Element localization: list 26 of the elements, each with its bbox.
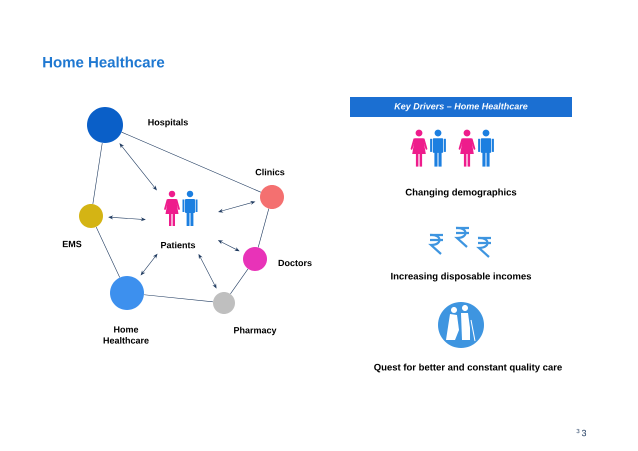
node-label: Patients [161,242,196,248]
circle-node: Doctors [243,247,312,271]
connector-line [230,268,248,294]
connector-line [96,226,120,278]
circle-node: Home Healthcare [104,276,149,344]
caption: Quest for better and constant quality care [374,364,562,372]
node-label: Hospitals [148,118,188,128]
caption: Increasing disposable incomes [391,272,532,282]
node-label: Pharmacy [234,326,276,336]
page-number: 3 [582,430,586,436]
connector-line [121,132,262,192]
title: Home Healthcare [43,56,164,68]
banner: Key Drivers – Home Healthcare [350,97,572,117]
circle-node: Pharmacy [213,292,276,336]
patients-node: Patients [161,190,198,248]
node-label: Clinics [256,168,284,176]
connector-line [92,142,103,204]
node-label: Home Healthcare [104,326,149,344]
caption: Changing demographics [406,188,516,198]
node-label: Doctors [278,260,312,266]
circle-node: Clinics [256,168,284,209]
connector-line [144,294,214,302]
node-label: EMS [62,240,82,248]
circle-node: EMS [62,204,103,248]
circle-node: Hospitals [87,107,188,143]
connector-line [258,208,270,248]
